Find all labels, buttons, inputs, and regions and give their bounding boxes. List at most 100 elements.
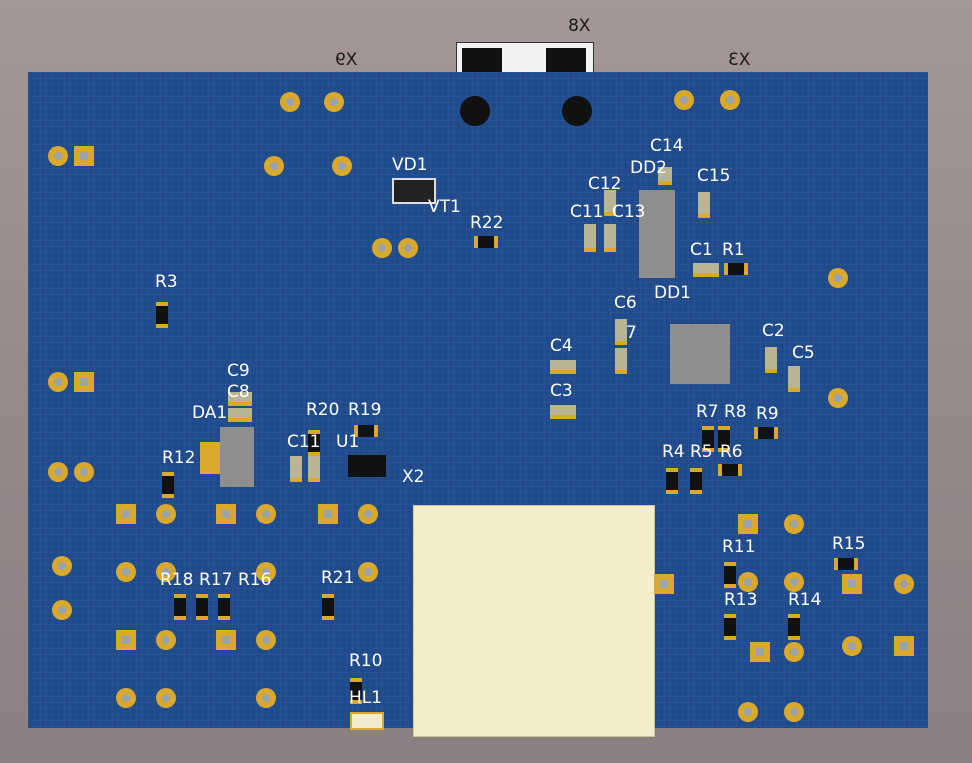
via: [784, 702, 804, 722]
via: [720, 90, 740, 110]
via: [784, 642, 804, 662]
capacitor: [698, 192, 710, 218]
via: [894, 574, 914, 594]
via: [116, 688, 136, 708]
via: [784, 514, 804, 534]
label-c11: C11: [570, 202, 604, 222]
label-r4: R4: [662, 442, 685, 462]
via: [256, 562, 276, 582]
square-pad: [654, 574, 674, 594]
resistor: [350, 678, 362, 704]
capacitor: [658, 167, 672, 185]
capacitor: [693, 263, 719, 277]
label-vd1: VD1: [392, 155, 428, 175]
label-r3: R3: [155, 272, 178, 292]
via: [332, 156, 352, 176]
resistor: [162, 472, 174, 498]
via: [48, 146, 68, 166]
via: [156, 688, 176, 708]
label-r21: R21: [321, 568, 355, 588]
resistor: [718, 464, 742, 476]
label-c13: C13: [612, 202, 646, 222]
resistor: [218, 594, 230, 620]
via: [156, 562, 176, 582]
label-c12: C12: [588, 174, 622, 194]
capacitor: [765, 347, 777, 373]
via: [738, 702, 758, 722]
label-c9: C9: [227, 361, 250, 381]
label-r7: R7: [696, 402, 719, 422]
capacitor: [228, 392, 252, 406]
resistor: [156, 302, 168, 328]
via: [156, 504, 176, 524]
via: [324, 92, 344, 112]
label-c3: C3: [550, 381, 573, 401]
label-u1: U1: [336, 432, 360, 452]
label-c4: C4: [550, 336, 573, 356]
label-r16: R16: [238, 570, 272, 590]
x9-label: X9: [335, 50, 358, 70]
da1-tab: [200, 442, 220, 474]
square-pad: [318, 504, 338, 524]
label-r12: R12: [162, 448, 196, 468]
sd-card-connector: [413, 505, 655, 737]
square-pad: [738, 514, 758, 534]
label-c8: C8: [227, 382, 250, 402]
pcb-board: [28, 72, 928, 737]
resistor: [754, 427, 778, 439]
via: [256, 504, 276, 524]
square-pad: [116, 630, 136, 650]
square-pad: [894, 636, 914, 656]
label-r15: R15: [832, 534, 866, 554]
capacitor: [615, 348, 627, 374]
label-r8: R8: [724, 402, 747, 422]
resistor: [690, 468, 702, 494]
label-dd2: DD2: [630, 158, 667, 178]
label-c5: C5: [792, 343, 815, 363]
label-r13: R13: [724, 590, 758, 610]
label-c10: C11: [287, 432, 321, 452]
via: [784, 572, 804, 592]
resistor: [196, 594, 208, 620]
via: [828, 268, 848, 288]
square-pad: [74, 146, 94, 166]
label-r14: R14: [788, 590, 822, 610]
capacitor: [604, 224, 616, 252]
via: [156, 630, 176, 650]
label-dd1: DD1: [654, 283, 691, 303]
label-hl1: HL1: [349, 688, 383, 708]
capacitor: [228, 408, 252, 422]
square-pad: [74, 372, 94, 392]
label-r9: R9: [756, 404, 779, 424]
square-pad: [216, 630, 236, 650]
capacitor: [584, 224, 596, 252]
resistor: [724, 263, 748, 275]
label-r1: R1: [722, 240, 745, 260]
label-vt1: VT1: [428, 197, 461, 217]
mounting-post: [460, 96, 490, 126]
capacitor: [604, 190, 616, 216]
label-c14: C14: [650, 136, 684, 156]
label-r20: R20: [306, 400, 340, 420]
via: [842, 636, 862, 656]
label-r10: R10: [349, 651, 383, 671]
via: [52, 556, 72, 576]
x8-label: X8: [568, 16, 591, 36]
label-c15: C15: [697, 166, 731, 186]
via: [48, 372, 68, 392]
label-r17: R17: [199, 570, 233, 590]
capacitor: [290, 456, 302, 482]
label-c6: C6: [614, 293, 637, 313]
via: [48, 462, 68, 482]
via: [358, 504, 378, 524]
square-pad: [750, 642, 770, 662]
dd1-chip: [670, 324, 730, 384]
label-r11: R11: [722, 537, 756, 557]
label-r22: R22: [470, 213, 504, 233]
label-r18: R18: [160, 570, 194, 590]
via: [372, 238, 392, 258]
label-x2: X2: [402, 467, 425, 487]
capacitor: [308, 456, 320, 482]
via: [398, 238, 418, 258]
label-r19: R19: [348, 400, 382, 420]
